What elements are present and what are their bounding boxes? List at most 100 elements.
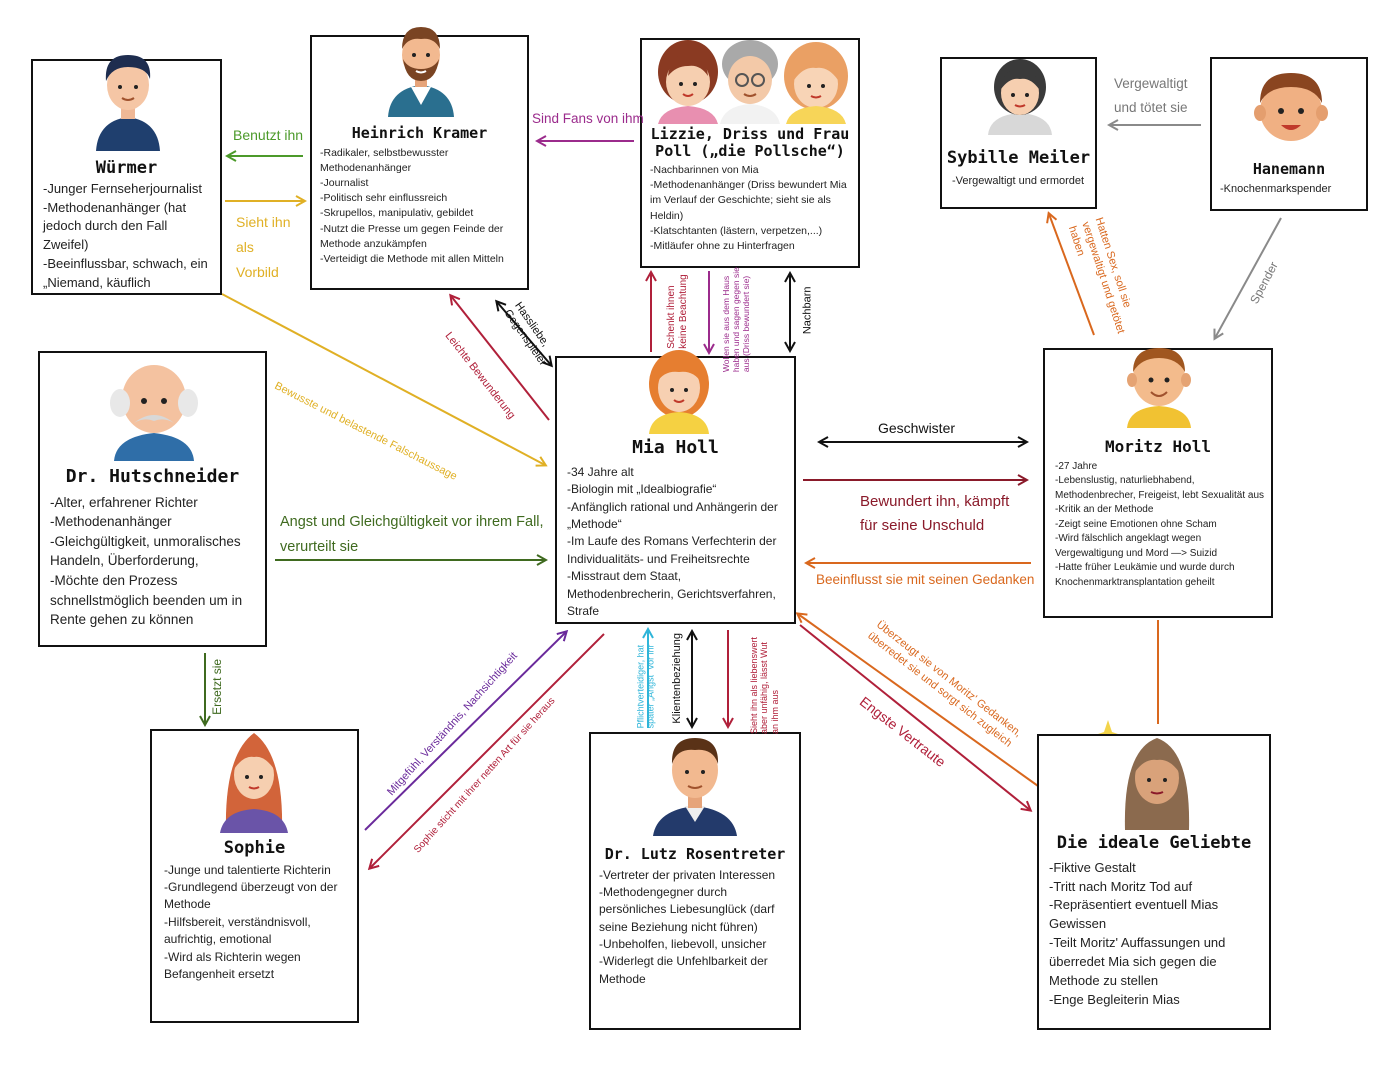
avatar-kramer xyxy=(388,27,454,117)
relation-label-pflicht: Pflichtverteidiger, hat später „Angst“ v… xyxy=(636,644,657,728)
relation-label-beeinflusst: Beeinflusst sie mit seinen Gedanken xyxy=(816,572,1035,587)
character-description: -Vertreter der privaten Interessen -Meth… xyxy=(591,863,799,989)
relation-label-bewundert: Bewundert ihn, kämpft für seine Unschuld xyxy=(860,490,1009,538)
list-item: -Nachbarinnen von Mia xyxy=(650,164,759,176)
list-item: -Lebenslustig, naturliebhabend, Methoden… xyxy=(1055,475,1265,501)
label-line: Sieht ihn xyxy=(236,214,291,230)
character-box-mia: Mia Holl -34 Jahre alt -Biologin mit „Id… xyxy=(555,350,796,624)
avatar-wuermer xyxy=(96,55,160,151)
relation-label-klienten: Klientenbeziehung xyxy=(670,633,683,724)
label-line: später „Angst“ vor ihr xyxy=(646,644,657,729)
list-item: -Misstraut dem Staat, Methodenbrecherin,… xyxy=(567,569,776,618)
character-box-geliebte: Die ideale Geliebte -Fiktive Gestalt -Tr… xyxy=(1037,734,1271,1030)
character-box-pollsche: Lizzie, Driss und Frau Poll („die Pollsc… xyxy=(640,38,860,268)
avatar-sybille xyxy=(988,59,1052,135)
label-line: Bewundert ihn, kämpft xyxy=(860,493,1010,510)
list-item: -Junge und talentierte Richterin xyxy=(164,862,331,877)
avatar-rosentreter xyxy=(653,738,737,836)
relation-label-ersetzt: Ersetzt sie xyxy=(210,658,225,715)
arrow-geliebte-ueberzeugt-mia xyxy=(798,614,1046,792)
avatar-hutschneider xyxy=(110,365,198,461)
list-item: -Hilfsbereit, verständnisvoll, aufrichti… xyxy=(164,914,311,947)
relation-label-geschwister: Geschwister xyxy=(878,420,956,436)
arrow-wuermer-falschaussage-mia xyxy=(221,293,545,465)
list-item: -Kritik an der Methode xyxy=(1055,504,1154,516)
list-item: -Zeigt seine Emotionen ohne Scham xyxy=(1055,518,1217,530)
relation-label-angst: Angst und Gleichgültigkeit vor ihrem Fal… xyxy=(280,510,544,559)
arrow-mia-vertraute-geliebte xyxy=(799,624,1030,810)
relation-label-nachbarn: Nachbarn xyxy=(801,286,814,335)
list-item: -Radikaler, selbstbewusster Methodenanhä… xyxy=(320,146,449,174)
character-name: Moritz Holl xyxy=(1105,437,1211,456)
relation-label-benutzt: Benutzt ihn xyxy=(233,127,304,143)
arrow-sophie-mitgefuehl-mia xyxy=(364,632,566,831)
character-box-sybille: Sybille Meiler -Vergewaltigt und ermorde… xyxy=(940,57,1097,209)
label-line: verurteilt sie xyxy=(280,538,359,555)
list-item: -27 Jahre xyxy=(1055,460,1098,472)
character-description: -27 Jahre -Lebenslustig, naturliebhabend… xyxy=(1045,456,1271,591)
label-line: als xyxy=(236,239,254,256)
list-item: -Mitläufer ohne zu Hinterfragen xyxy=(650,240,795,253)
character-name: Heinrich Kramer xyxy=(351,124,488,142)
label-line: aber unfähig, lässt Wut xyxy=(759,642,770,735)
list-item: -Anfänglich rational und Anhängerin der … xyxy=(567,499,778,531)
character-box-hanemann: Hanemann -Knochenmarkspender xyxy=(1210,57,1368,211)
list-item: -Methodengegner durch persönliches Liebe… xyxy=(599,884,775,934)
label-line: für seine Unschuld xyxy=(860,517,985,534)
list-item: -Im Laufe des Romans Verfechterin der In… xyxy=(567,534,777,566)
character-name: Hanemann xyxy=(1252,160,1326,178)
label-line: Vergewaltigt xyxy=(1114,76,1188,91)
character-name: Mia Holl xyxy=(632,437,719,458)
list-item: -Enge Begleiterin Mias xyxy=(1049,991,1180,1007)
label-line: Vorbild xyxy=(236,264,279,281)
character-name: Die ideale Geliebte xyxy=(1056,833,1252,853)
character-box-moritz: Moritz Holl -27 Jahre -Lebenslustig, nat… xyxy=(1043,348,1273,618)
character-name: Lizzie, Driss und Frau Poll („die Pollsc… xyxy=(650,125,850,160)
character-description: -Fiktive Gestalt -Tritt nach Moritz Tod … xyxy=(1039,853,1269,1010)
character-box-hutschneider: Dr. Hutschneider -Alter, erfahrener Rich… xyxy=(38,351,267,647)
list-item: -Möchte den Prozess schnellstmöglich bee… xyxy=(50,573,243,628)
character-box-kramer: Heinrich Kramer -Radikaler, selbstbewuss… xyxy=(310,27,529,290)
character-box-wuermer: Würmer -Junger Fernseherjournalist -Meth… xyxy=(31,55,222,295)
relation-label-vergewaltigt: Vergewaltigt und tötet sie xyxy=(1114,72,1188,121)
relation-label-fans: Sind Fans von ihm xyxy=(532,111,644,126)
relation-label-liebeswert: Sieht ihn als liebenswert aber unfähig, … xyxy=(749,637,780,734)
list-item: -Skrupellos, manipulativ, gebildet xyxy=(320,207,474,220)
label-line: keine Beachtung xyxy=(677,274,689,349)
relation-label-schenkt: Schenkt ihnen keine Beachtung xyxy=(666,274,689,349)
character-description: -34 Jahre alt -Biologin mit „Idealbiogra… xyxy=(557,458,794,621)
list-item: -Teilt Moritz' Auffassungen und überrede… xyxy=(1049,935,1226,988)
arrow-moritz-sex-sybille xyxy=(1049,214,1095,336)
character-box-rosentreter: Dr. Lutz Rosentreter -Vertreter der priv… xyxy=(589,732,801,1030)
list-item: -Wird fälschlich angeklagt wegen Vergewa… xyxy=(1055,533,1218,559)
list-item: -Beeinflussbar, schwach, ein „Niemand, k… xyxy=(43,256,208,290)
list-item: -Vergewaltigt und ermordet xyxy=(952,174,1085,187)
arrow-mia-sophie-sticht xyxy=(370,633,605,868)
arrow-hanemann-spender-moritz xyxy=(1215,217,1282,338)
list-item: -Hatte früher Leukämie und wurde durch K… xyxy=(1055,562,1235,588)
character-name: Sybille Meiler xyxy=(946,148,1091,168)
list-item: -Unbeholfen, liebevoll, unsicher xyxy=(599,937,767,952)
avatar-geliebte xyxy=(1124,738,1190,830)
label-line: und tötet sie xyxy=(1114,100,1188,116)
list-item: -Methodenanhänger (hat jedoch durch den … xyxy=(43,199,187,253)
avatar-pollsche xyxy=(658,40,848,124)
relation-label-wollen: Wollen sie aus dem Haus haben und sagen … xyxy=(721,267,751,372)
character-description: -Radikaler, selbstbewusster Methodenanhä… xyxy=(312,142,527,268)
label-line: Schenkt ihnen xyxy=(665,285,677,349)
character-description: -Alter, erfahrener Richter -Methodenanhä… xyxy=(40,487,265,630)
character-name: Dr. Lutz Rosentreter xyxy=(604,845,786,863)
list-item: -Alter, erfahrener Richter xyxy=(50,494,198,510)
list-item: -Junger Fernseherjournalist xyxy=(43,180,202,196)
list-item: -Knochenmarkspender xyxy=(1220,182,1332,195)
list-item: -Gleichgültigkeit, unmoralisches Handeln… xyxy=(50,533,241,569)
character-name: Dr. Hutschneider xyxy=(65,466,240,487)
list-item: -Journalist xyxy=(320,176,369,189)
list-item: -Politisch sehr einflussreich xyxy=(320,192,448,205)
avatar-mia xyxy=(649,350,709,434)
character-name: Sophie xyxy=(223,838,286,858)
list-item: -Wird als Richterin wegen Befangenheit e… xyxy=(164,949,301,982)
character-description: -Junger Fernseherjournalist -Methodenanh… xyxy=(33,178,220,293)
avatar-hanemann xyxy=(1254,73,1328,141)
